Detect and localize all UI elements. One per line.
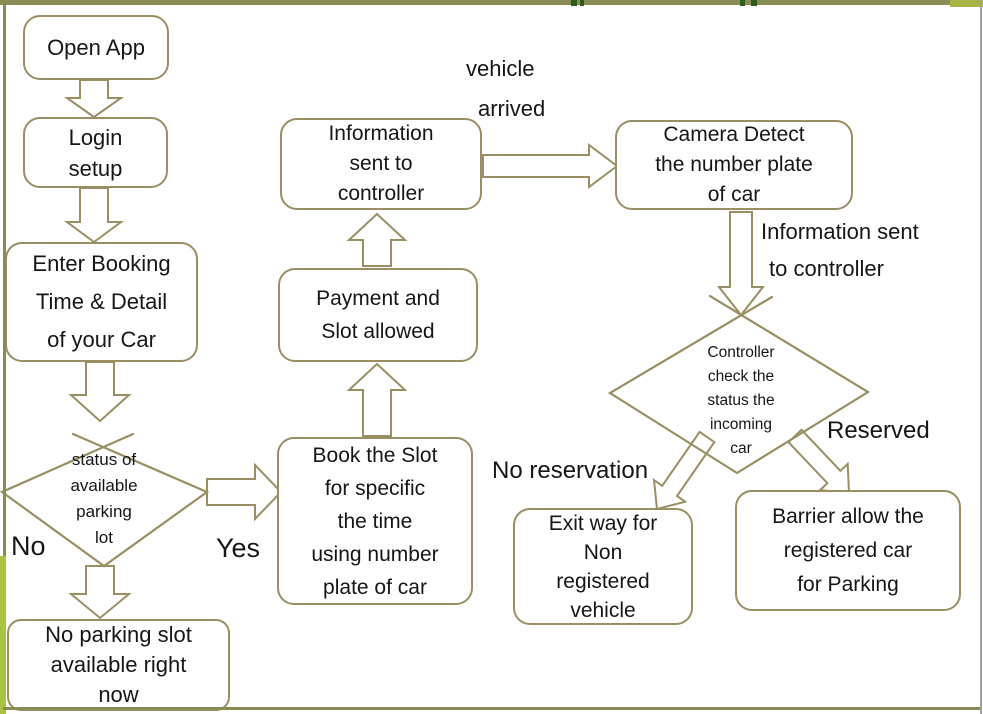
- node-information-sent-controller: Information sent to controller: [280, 118, 482, 210]
- node-line: parking: [76, 502, 132, 521]
- arrow-info-to-camera: [482, 143, 619, 189]
- arrow-payment-to-info: [346, 212, 408, 267]
- slide-left-border: [3, 0, 6, 714]
- node-line: No parking slot: [45, 622, 192, 647]
- node-line: Login: [68, 124, 123, 150]
- node-line: Information: [328, 122, 434, 145]
- arrow-controller-to-barrier: [787, 428, 851, 495]
- label-vehicle-arrived-line1: vehicle: [466, 56, 535, 81]
- node-payment-slot: Payment and Slot allowed: [278, 268, 478, 362]
- node-line: vehicle: [570, 598, 636, 622]
- node-line: the time: [337, 509, 413, 533]
- node-line: lot: [95, 528, 113, 547]
- label-information-sent-line1: Information sent: [761, 219, 919, 244]
- node-line: of your Car: [47, 327, 156, 352]
- status-diamond-shape: [0, 432, 210, 568]
- node-no-parking-available: No parking slot available right now: [7, 619, 230, 711]
- arrow-open-to-login: [63, 79, 125, 119]
- node-line: plate of car: [323, 575, 427, 599]
- node-line: available: [70, 476, 138, 495]
- arrow-status-to-book: [206, 462, 283, 522]
- node-line: available right: [50, 652, 187, 677]
- node-line: Enter Booking: [32, 251, 171, 276]
- node-line: now: [98, 682, 139, 707]
- node-line: Open App: [47, 34, 145, 60]
- node-exit-way: Exit way for Non registered vehicle: [513, 508, 693, 625]
- node-line: car: [730, 440, 752, 457]
- clipped-title-fragment: [740, 0, 745, 6]
- node-line: for Parking: [797, 572, 899, 596]
- arrow-book-to-payment: [346, 362, 408, 437]
- node-open-app: Open App: [23, 15, 169, 80]
- clipped-title-fragment: [751, 0, 757, 6]
- slide-left-accent-strip: [0, 556, 6, 714]
- node-line: registered: [556, 569, 650, 593]
- node-line: status of: [71, 450, 137, 469]
- node-line: Book the Slot: [312, 443, 438, 467]
- node-line: Payment and: [316, 287, 440, 310]
- node-barrier-allow: Barrier allow the registered car for Par…: [735, 490, 961, 611]
- label-reserved: Reserved: [827, 417, 930, 444]
- slide-bottom-border: [3, 707, 981, 710]
- clipped-title-fragment: [580, 0, 584, 6]
- arrow-enter-to-status: [68, 361, 132, 423]
- label-vehicle-arrived-line2: arrived: [478, 96, 546, 121]
- label-no: No: [11, 531, 46, 561]
- node-line: Non: [583, 540, 623, 564]
- node-line: Camera Detect: [663, 123, 805, 146]
- node-book-slot: Book the Slot for specific the time usin…: [277, 437, 473, 605]
- node-line: registered car: [783, 538, 913, 562]
- node-line: Exit way for: [548, 511, 658, 535]
- node-line: for specific: [324, 476, 426, 500]
- status-diamond-text: status of available parking lot: [24, 447, 184, 551]
- label-information-sent-line2: to controller: [769, 256, 884, 281]
- arrow-login-to-enter: [63, 187, 125, 244]
- node-line: sent to: [349, 152, 413, 175]
- controller-diamond-text: Controller check the status the incoming…: [661, 341, 821, 461]
- node-line: check the: [707, 368, 775, 385]
- node-camera-detect: Camera Detect the number plate of car: [615, 120, 853, 210]
- arrow-status-to-noparking: [68, 565, 132, 620]
- arrow-controller-to-exit: [652, 430, 716, 511]
- node-line: of car: [707, 183, 761, 206]
- node-line: incoming: [709, 416, 773, 433]
- slide-right-border: [980, 0, 982, 714]
- arrow-camera-to-controller: [716, 211, 766, 317]
- node-line: using number: [311, 542, 439, 566]
- slide-top-border: [0, 0, 983, 5]
- label-no-reservation: No reservation: [492, 457, 649, 484]
- node-line: controller: [337, 182, 425, 205]
- node-line: the number plate: [655, 153, 813, 176]
- node-line: status the: [707, 392, 775, 409]
- slide-top-right-accent: [950, 0, 983, 7]
- controller-diamond-shape: [607, 294, 871, 475]
- label-yes: Yes: [216, 533, 261, 563]
- node-line: Controller: [707, 344, 775, 361]
- node-login-setup: Login setup: [23, 117, 168, 188]
- node-enter-booking: Enter Booking Time & Detail of your Car: [5, 242, 198, 362]
- node-line: Slot allowed: [321, 320, 435, 343]
- node-line: Barrier allow the: [772, 504, 924, 528]
- clipped-title-fragment: [571, 0, 577, 6]
- node-line: Time & Detail: [35, 289, 168, 314]
- node-line: setup: [68, 155, 123, 181]
